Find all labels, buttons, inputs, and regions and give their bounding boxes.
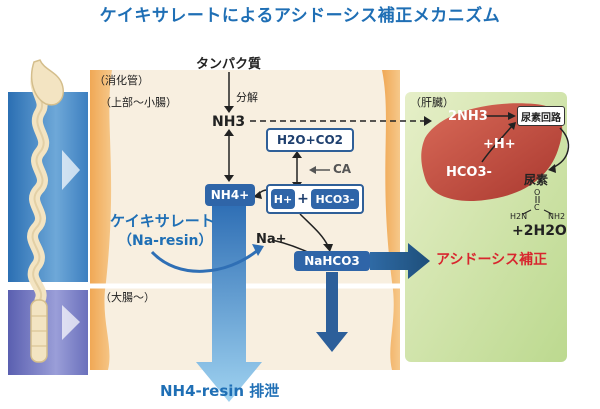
h2o-co2-text: H2O+CO2 xyxy=(276,133,343,147)
liver-shape xyxy=(421,103,563,202)
urea-h2n-text: H2N xyxy=(510,212,528,221)
intestine-icon xyxy=(27,59,64,363)
resin-arrow xyxy=(150,248,259,273)
lower-band-arrow-icon xyxy=(62,305,80,340)
nh3-nh4-arrowhead-up-icon xyxy=(224,129,234,136)
urea-nh2-text: NH2 xyxy=(548,212,566,221)
liver-label: （肝臓） xyxy=(410,96,454,109)
urea-bond-left xyxy=(522,209,532,215)
urea-cycle-arrowhead-icon xyxy=(548,164,556,173)
hco3-to-nahco3-arrow xyxy=(299,213,329,247)
ca-arrowhead-icon xyxy=(309,166,316,174)
urea-cycle-box: 尿素回路 xyxy=(517,106,565,126)
drug-sub-label: （Na-resin） xyxy=(118,233,213,249)
nh3-label: NH3 xyxy=(212,114,246,130)
liver-hco3-arrowhead-icon xyxy=(508,122,516,130)
h-box: H+ xyxy=(271,189,295,209)
urea-cycle-arrow xyxy=(551,127,570,169)
h2o-co2-box: H2O+CO2 xyxy=(266,128,354,152)
large-intestine-label: （大腸～） xyxy=(100,291,155,304)
liver-hco3-arrow xyxy=(481,125,513,163)
liver-hco3-label: HCO3- xyxy=(446,165,492,180)
correction-arrow xyxy=(370,243,430,279)
nh3-nh4-arrowhead-down-icon xyxy=(224,175,234,182)
nahco3-text: NaHCO3 xyxy=(304,254,360,268)
plus-text: + xyxy=(297,191,309,207)
liver-nh3-label: 2NH3 xyxy=(448,109,488,124)
liver-nh3-arrowhead-icon xyxy=(508,112,516,120)
carbonic-arrowhead-up-icon xyxy=(292,151,302,158)
water-label: +2H2O xyxy=(512,223,567,239)
liver-h-label: +H+ xyxy=(483,137,516,152)
protein-label: タンパク質 xyxy=(196,57,262,72)
decompose-label: 分解 xyxy=(236,91,258,104)
excretion-label: NH4-resin 排泄 xyxy=(160,382,280,400)
urea-bond-right xyxy=(543,209,553,215)
upper-gi-label: （上部～小腸） xyxy=(100,96,177,109)
nh4-text: NH4+ xyxy=(210,188,250,202)
ca-label: CA xyxy=(333,162,352,176)
h-hco3-group: H+ + HCO3- xyxy=(266,184,364,214)
urea-cycle-text: 尿素回路 xyxy=(521,112,561,124)
upper-gi-band xyxy=(8,92,88,282)
drug-name-label: ケイキサレート xyxy=(110,212,215,230)
hco3-box: HCO3- xyxy=(310,189,359,209)
decompose-arrowhead-icon xyxy=(224,106,234,113)
urea-c-text: C xyxy=(534,203,540,212)
nahco3-down-arrow xyxy=(316,272,348,352)
digestive-label: （消化管） xyxy=(94,74,149,87)
acidosis-correction-label: アシドーシス補正 xyxy=(436,252,548,268)
na-label: Na+ xyxy=(256,232,287,247)
upper-band-arrow-icon xyxy=(62,150,80,190)
page-title: ケイキサレートによるアシドーシス補正メカニズム xyxy=(99,6,501,26)
nh4-box: NH4+ xyxy=(205,184,255,206)
resin-arrowhead-icon xyxy=(252,244,264,256)
gut-wall-right xyxy=(382,70,400,370)
urea-label: 尿素 xyxy=(524,173,549,187)
gut-wall-left xyxy=(90,70,112,370)
excretion-arrow xyxy=(196,205,262,402)
hco3-to-nahco3-arrowhead-icon xyxy=(323,244,333,252)
nahco3-box: NaHCO3 xyxy=(294,251,370,271)
lower-gi-band xyxy=(8,290,88,375)
nh3-liver-arrowhead-icon xyxy=(424,116,432,126)
h-to-nh4-arrowhead-icon xyxy=(253,191,262,199)
urea-o-text: O xyxy=(534,188,541,197)
